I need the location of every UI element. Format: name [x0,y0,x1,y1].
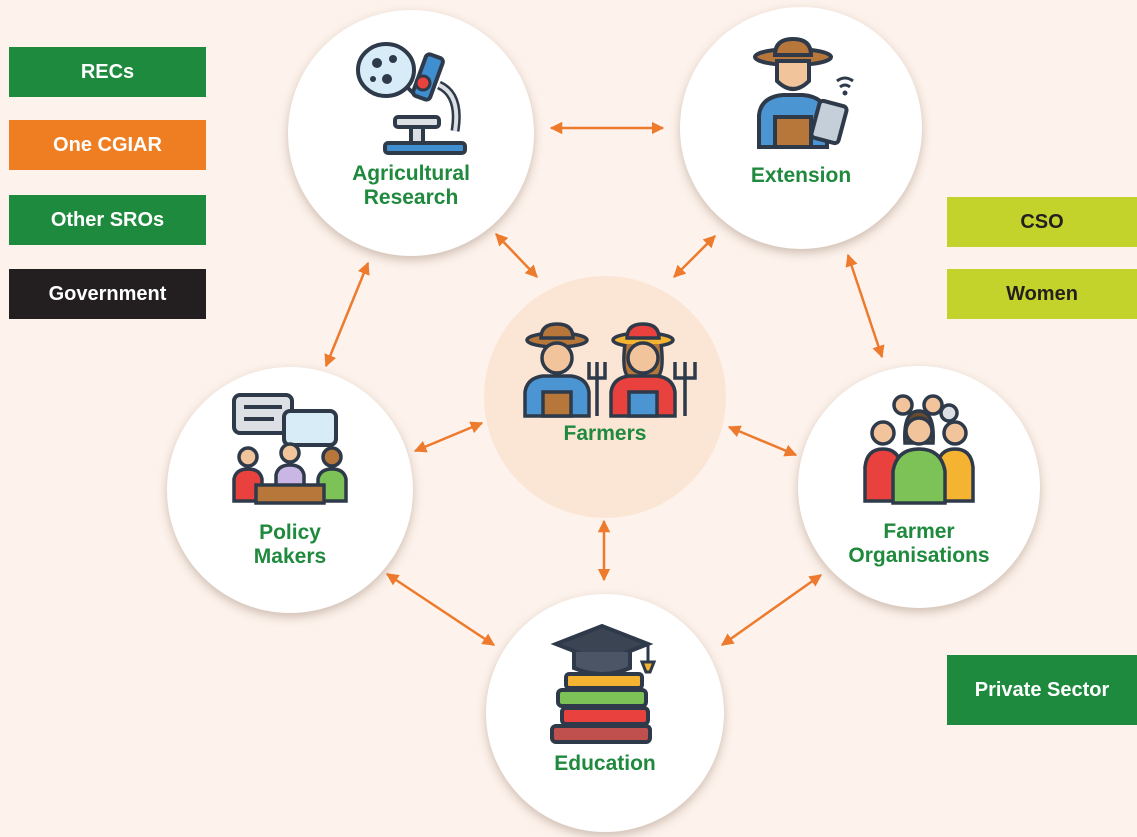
tag-recs: RECs [9,47,206,97]
node-label: Agricultural Research [352,162,470,209]
farmer-with-tablet-icon [753,37,854,149]
books-and-graduation-cap-icon [550,623,657,744]
arrow-farmers-organisations [727,425,798,457]
arrow-extension-organisations [845,253,885,359]
node-agricultural-research: Agricultural Research [288,10,534,256]
tag-women: Women [947,269,1137,319]
arrow-extension-farmers [673,235,716,278]
group-of-people-icon [863,394,975,505]
arrow-organisations-education [720,573,823,647]
arrow-policy-farmers [413,421,484,453]
node-label: Education [554,752,656,775]
tag-cso: CSO [947,197,1137,247]
node-extension: Extension [680,7,922,249]
microscope-icon [356,42,467,155]
node-label: Farmer Organisations [848,520,990,567]
node-education: Education [486,594,724,832]
node-label: Policy Makers [253,521,327,568]
tag-private-sector: Private Sector [947,655,1137,725]
tag-government: Government [9,269,206,319]
tag-one-cgiar: One CGIAR [9,120,206,170]
farmers-with-pitchforks-icon [523,322,697,418]
arrow-research-farmers [495,233,538,278]
tag-other-sros: Other SROs [9,195,206,245]
arrow-policy-education [385,572,496,647]
node-farmer-organisations: Farmer Organisations [798,366,1040,608]
node-policy-makers: Policy Makers [167,367,413,613]
arrow-research-policy [324,261,370,368]
meeting-discussion-icon [232,393,348,505]
node-label: Farmers [563,422,647,445]
node-farmers: Farmers [484,276,726,518]
node-label: Extension [750,164,852,187]
